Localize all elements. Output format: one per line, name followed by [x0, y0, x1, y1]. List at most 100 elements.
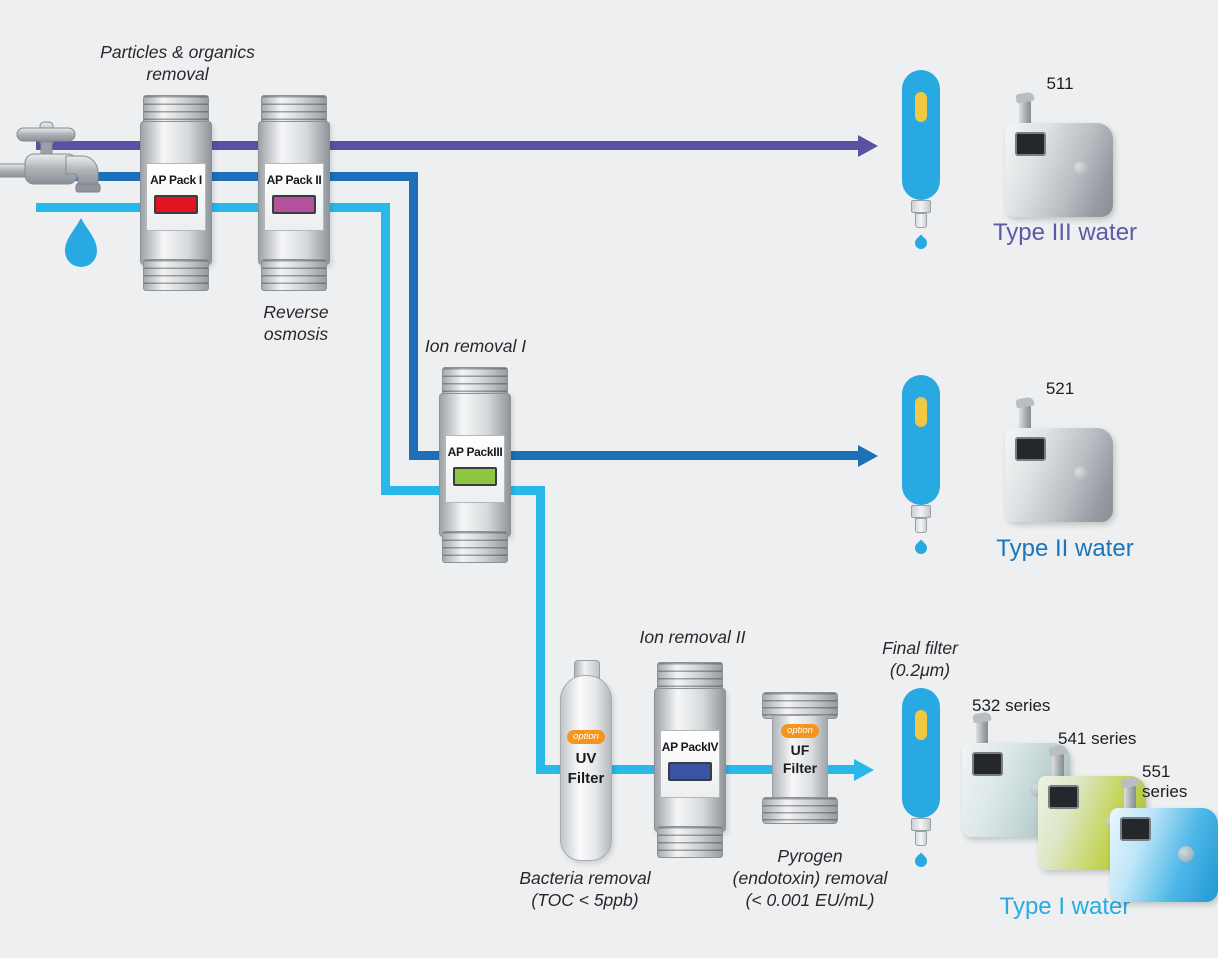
uf-filter-name: UF Filter — [773, 741, 827, 777]
pack-label: AP Pack II — [264, 163, 324, 231]
pack-bottom-cap — [143, 259, 209, 291]
label-pyrogen-removal: Pyrogen (endotoxin) removal (< 0.001 EU/… — [725, 846, 895, 912]
uv-filter-name-line2: Filter — [567, 769, 605, 787]
dispenser-nozzle-tip — [915, 518, 927, 533]
type2-water-line-arrow — [858, 445, 878, 467]
label-line: Bacteria removal — [519, 868, 651, 888]
uv-filter-body: option UV Filter — [560, 675, 612, 861]
type2-water-line-h2 — [409, 451, 858, 460]
pack-color-bar — [668, 762, 712, 781]
type3-water-line — [36, 141, 858, 150]
label-reverse-osmosis: Reverse osmosis — [240, 302, 352, 346]
type1-water-line-v1 — [381, 203, 390, 495]
dispenser-body — [902, 688, 940, 818]
pack-bottom-cap — [442, 531, 508, 563]
machine-body — [1110, 808, 1218, 902]
type2-water-line-h1 — [36, 172, 418, 181]
filter-ap-pack-4: AP PackIV — [654, 662, 726, 858]
uf-filter-bottom-flange — [762, 797, 838, 824]
label-bacteria-removal: Bacteria removal (TOC < 5ppb) — [500, 868, 670, 912]
label-ion-removal-2: Ion removal II — [639, 627, 746, 647]
model-521-label: 521 — [1045, 379, 1075, 398]
type1-water-line-arrow — [854, 759, 874, 781]
machine-logo — [1073, 161, 1089, 177]
label-final-filter: Final filter (0.2μm) — [855, 638, 985, 682]
model-551-label: 551 series — [1142, 762, 1188, 801]
pack-color-bar — [154, 195, 198, 214]
filter-ap-pack-2: AP Pack II — [258, 95, 330, 291]
machine-body — [1005, 123, 1113, 217]
final-filter-dispenser-type2 — [902, 375, 940, 557]
dispenser-slot — [915, 92, 927, 122]
dispenser-arm-icon — [1019, 402, 1031, 436]
type2-water-line-v — [409, 172, 418, 460]
dispenser-arm-icon — [1052, 750, 1064, 784]
water-drop-icon — [912, 852, 930, 870]
uf-filter-name-line2: Filter — [782, 760, 818, 777]
pack-label: AP PackIII — [445, 435, 505, 503]
machine-logo — [1073, 466, 1089, 482]
label-ion-removal-1: Ion removal I — [424, 336, 527, 356]
machine-screen — [1120, 817, 1151, 841]
pack-name: AP Pack I — [150, 173, 202, 187]
label-line: removal — [146, 63, 209, 84]
label-line: Pyrogen — [777, 846, 843, 866]
pack-label: AP PackIV — [660, 730, 720, 798]
pack-name: AP PackIII — [447, 445, 503, 459]
label-line: Reverse — [263, 302, 329, 322]
dispenser-arm-icon — [1124, 782, 1136, 816]
model-541-label: 541 series — [1058, 729, 1137, 748]
uf-filter-name-line1: UF — [790, 742, 810, 758]
type1-water-line-v2 — [536, 486, 545, 774]
type1-water-label: Type I water — [999, 893, 1131, 920]
label-line: (endotoxin) removal — [732, 867, 888, 888]
uv-filter-name-line1: UV — [575, 750, 597, 767]
type2-water-label: Type II water — [996, 535, 1134, 562]
machine-screen — [1048, 785, 1079, 809]
uv-filter: option UV Filter — [560, 660, 612, 861]
pack-name: AP PackIV — [661, 740, 719, 754]
dispenser-slot — [915, 397, 927, 427]
machine-551 — [1110, 780, 1218, 904]
water-tap-icon — [0, 121, 101, 267]
pack-color-bar — [453, 467, 497, 486]
uf-filter: option UF Filter — [762, 692, 838, 824]
filter-ap-pack-3: AP PackIII — [439, 367, 511, 563]
machine-screen — [1015, 132, 1046, 156]
machine-521 — [1005, 400, 1115, 524]
dispenser-nozzle-tip — [915, 213, 927, 228]
machine-screen — [1015, 437, 1046, 461]
water-drop-icon — [912, 234, 930, 252]
final-filter-dispenser-type3 — [902, 70, 940, 252]
uv-filter-name: UV Filter — [561, 749, 611, 788]
dispenser-body — [902, 375, 940, 505]
label-line: (< 0.001 EU/mL) — [745, 889, 875, 910]
uf-filter-body: option UF Filter — [772, 715, 828, 801]
filter-ap-pack-1: AP Pack I — [140, 95, 212, 291]
pack-bottom-cap — [261, 259, 327, 291]
machine-511 — [1005, 95, 1115, 219]
dispenser-nozzle — [911, 818, 931, 831]
pack-label: AP Pack I — [146, 163, 206, 231]
dispenser-nozzle — [911, 200, 931, 213]
dispenser-arm-icon — [976, 717, 988, 751]
model-532-label: 532 series — [972, 696, 1051, 715]
label-line: (TOC < 5ppb) — [531, 889, 639, 910]
label-line: (0.2μm) — [889, 659, 951, 680]
label-particles-removal: Particles & organics removal — [85, 42, 270, 86]
option-badge: option — [567, 730, 605, 744]
label-line: Particles & organics — [100, 42, 255, 62]
pack-name: AP Pack II — [266, 173, 322, 187]
dispenser-arm-icon — [1019, 97, 1031, 131]
pack-color-bar — [272, 195, 316, 214]
dispenser-slot — [915, 710, 927, 740]
final-filter-dispenser-type1 — [902, 688, 940, 870]
option-badge: option — [781, 724, 819, 738]
machine-screen — [972, 752, 1003, 776]
label-line: osmosis — [263, 323, 329, 344]
dispenser-body — [902, 70, 940, 200]
label-line: Final filter — [882, 638, 958, 658]
type1-water-line-h1 — [36, 203, 390, 212]
model-511-label: 511 — [1046, 74, 1074, 93]
